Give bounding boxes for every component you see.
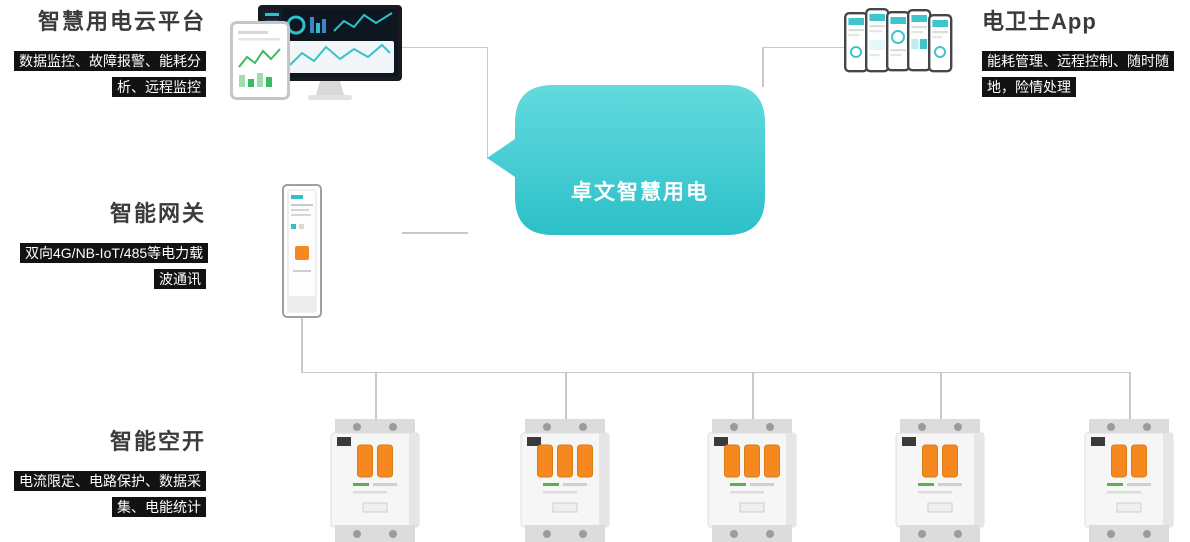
cloud-platform-description: 数据监控、故障报警、能耗分析、远程监控 (8, 48, 206, 100)
breaker-levers (922, 444, 958, 478)
center-bubble-label: 卓文智慧用电 (571, 181, 709, 204)
breaker-illustration (515, 419, 615, 542)
circuit-breaker-icon (895, 419, 985, 542)
connector-line-drop (940, 371, 942, 420)
app-section: 电卫士App 能耗管理、远程控制、随时随地，险情处理 (982, 4, 1190, 100)
phone-icon (865, 8, 890, 73)
breaker-description-text: 电流限定、电路保护、数据采集、电能统计 (14, 471, 206, 517)
phone-icon (928, 14, 953, 73)
gateway-description-text: 双向4G/NB-IoT/485等电力载波通讯 (20, 243, 209, 289)
phone-icon (907, 9, 932, 72)
connector-line-drop (565, 371, 567, 420)
app-description: 能耗管理、远程控制、随时随地，险情处理 (982, 48, 1180, 100)
breaker-levers (1111, 444, 1147, 478)
cloud-platform-section: 智慧用电云平台 数据监控、故障报警、能耗分析、远程监控 (0, 4, 206, 100)
circuit-breaker-icon (520, 419, 610, 542)
breaker-description: 电流限定、电路保护、数据采集、电能统计 (8, 468, 206, 520)
cloud-platform-title: 智慧用电云平台 (37, 9, 206, 34)
circuit-breaker-icon (707, 419, 797, 542)
connector-line-cloud-h (400, 46, 488, 48)
app-phones-illustration (844, 8, 964, 83)
circuit-breaker-icon (1084, 419, 1174, 542)
breaker-illustration (325, 419, 425, 542)
monitor-icon (230, 5, 402, 100)
phones-icon (844, 8, 953, 73)
connector-line-drop (752, 371, 754, 420)
connector-line-bus (301, 371, 1130, 373)
connector-line-drop (375, 371, 377, 420)
app-description-text: 能耗管理、远程控制、随时随地，险情处理 (982, 51, 1174, 97)
cloud-monitor-illustration (230, 5, 402, 106)
breaker-levers (724, 444, 780, 478)
breaker-title: 智能空开 (109, 429, 206, 454)
connector-line-gateway-h (402, 232, 468, 234)
connector-line-app-v (762, 46, 764, 87)
gateway-description: 双向4G/NB-IoT/485等电力载波通讯 (20, 240, 209, 292)
gateway-title: 智能网关 (109, 201, 206, 226)
gateway-device-icon (282, 184, 322, 318)
breaker-section: 智能空开 电流限定、电路保护、数据采集、电能统计 (0, 424, 206, 520)
connector-line-drop (1129, 371, 1131, 420)
breaker-levers (357, 444, 393, 478)
circuit-breaker-icon (330, 419, 420, 542)
gateway-illustration (282, 184, 322, 323)
connector-line-app-h (762, 46, 846, 48)
breaker-illustration (702, 419, 802, 542)
app-title: 电卫士App (982, 9, 1097, 34)
connector-line-gateway-v (301, 318, 303, 373)
connector-line-cloud-v (486, 46, 488, 159)
breaker-levers (537, 444, 593, 478)
center-bubble (487, 85, 765, 235)
breaker-illustration (890, 419, 990, 542)
phone-icon (886, 11, 911, 72)
phone-icon (844, 12, 869, 73)
breaker-illustration (1079, 419, 1179, 542)
gateway-section: 智能网关 双向4G/NB-IoT/485等电力载波通讯 (0, 196, 209, 292)
cloud-platform-description-text: 数据监控、故障报警、能耗分析、远程监控 (14, 51, 206, 97)
